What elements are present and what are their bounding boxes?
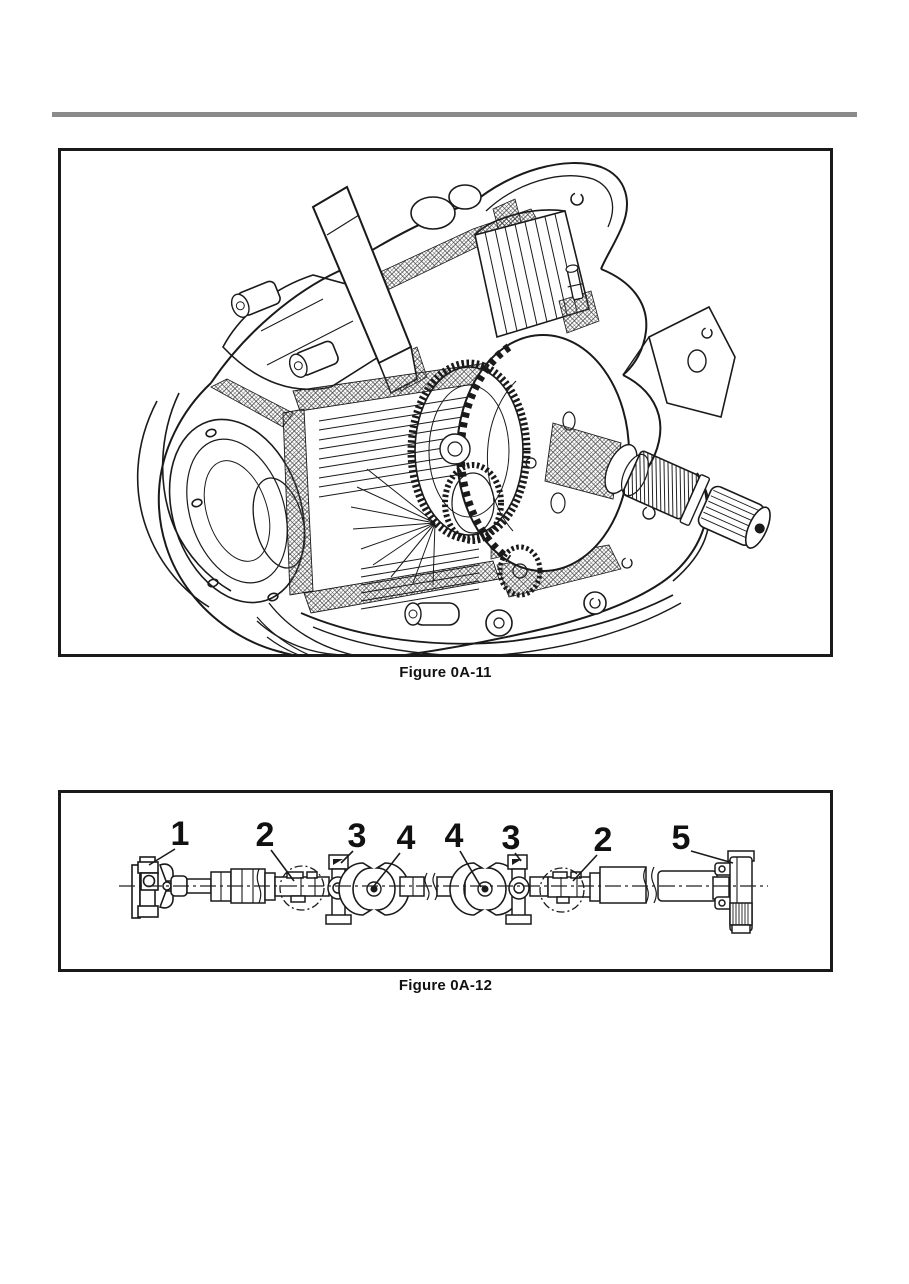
callout-leader-line [270,849,295,882]
mount-bushing [288,340,339,378]
center-bearing-bracket [505,854,532,925]
callout-leader-line [373,852,401,887]
clutch-pack [282,362,522,614]
housing-panel-right [558,192,600,334]
universal-joint [338,862,410,916]
callout-leader-line [514,852,522,862]
differential-gears [407,334,630,598]
transaxle-cutaway-illustration [136,162,771,654]
breather-stud [565,264,584,301]
callout-leader-line [148,848,176,866]
callout-leader-line [340,850,354,864]
callout-number: 3 [502,819,521,857]
callout-number: 4 [397,819,416,857]
callout-number: 5 [672,819,691,857]
front-yoke [131,856,188,919]
clutch-hub-fan [350,468,436,586]
bell-housing [136,392,338,654]
output-shaft [544,305,771,549]
callout-leader-line [459,850,482,888]
bottom-mount-bushing [404,602,460,626]
callout-leader-line [690,850,734,864]
callout-leader-line [572,854,598,882]
figure-0a-12-caption: Figure 0A-12 [398,977,493,994]
center-bearing-bracket [325,854,352,925]
callout-number: 4 [445,817,464,855]
callout-number: 1 [171,815,190,853]
figure-0a-11-frame [58,148,833,657]
rear-flange [712,850,755,934]
phantom-circle [279,865,325,911]
phantom-circle [539,867,585,913]
callout-number: 2 [256,816,275,854]
housing-bottom [256,506,682,654]
figure-0a-11-caption: Figure 0A-11 [399,664,492,681]
mount-bushing [230,280,281,318]
callout-number: 2 [594,821,613,859]
rear-shaft-section [529,866,718,904]
mount-bracket [222,274,394,391]
callout-number: 3 [348,817,367,855]
section-divider-rule [52,112,857,117]
